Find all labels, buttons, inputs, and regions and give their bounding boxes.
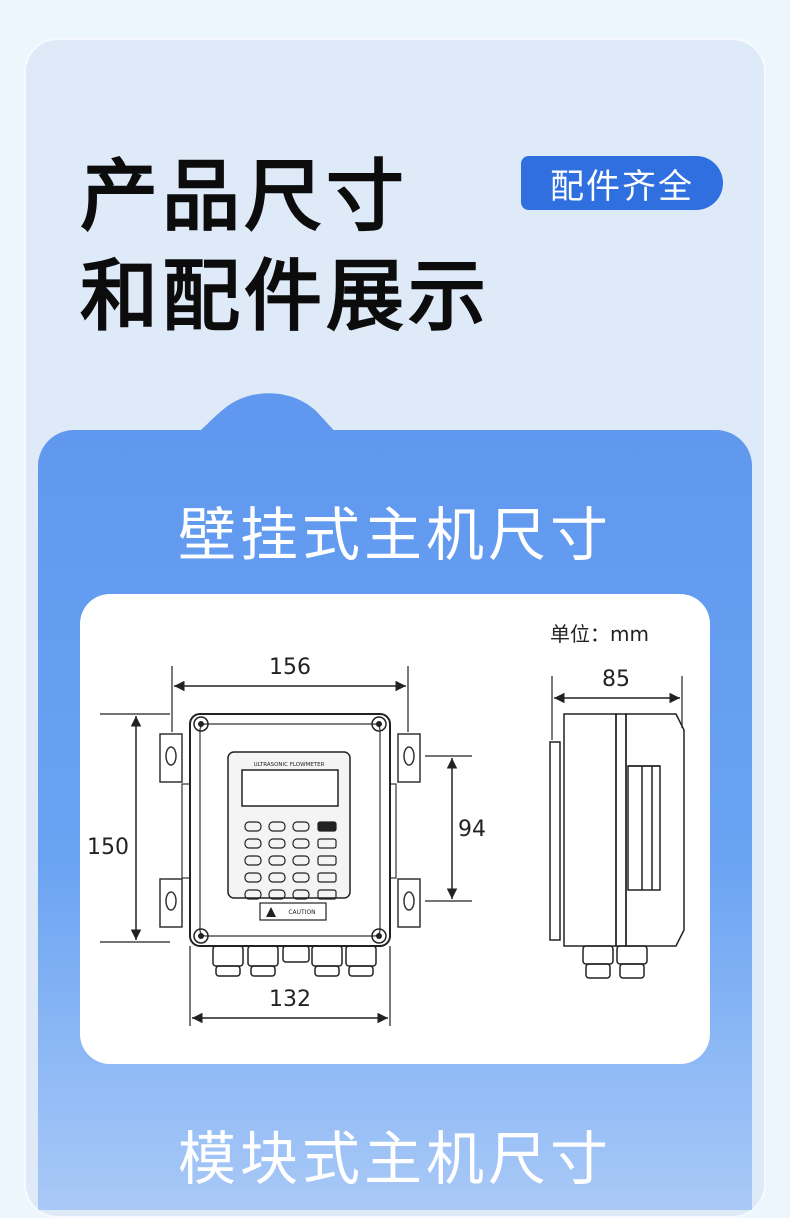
wall-mount-dimension-diagram: ULTRASONIC FLOWMETER CAUTION [80,594,710,1064]
dimension-height-label: 150 [87,835,129,860]
accessories-badge: 配件齐全 [521,156,723,210]
dimension-hole-spacing-label: 94 [458,817,486,842]
caution-label: CAUTION [259,902,327,921]
keypad [244,821,337,900]
mounting-ear-left-bottom [159,878,183,928]
dimension-width-label: 156 [269,655,311,680]
mounting-ear-right-bottom [397,878,421,928]
mounting-ear-right-top [397,733,421,783]
cable-glands [212,945,377,977]
flowmeter-side-view [549,713,685,979]
page-title-line-2: 和配件展示 [80,252,491,342]
lcd-screen [241,769,339,807]
unit-label: 单位：mm [550,622,649,646]
section-title-module: 模块式主机尺寸 [177,1125,612,1193]
device-model-label: ULTRASONIC FLOWMETER [254,762,325,768]
page-title-line-1: 产品尺寸 [80,152,409,242]
section-title-wall-mounted: 壁挂式主机尺寸 [177,501,612,569]
dimension-depth-label: 85 [602,667,630,692]
mounting-ear-left-top [159,733,183,783]
svg-text:CAUTION: CAUTION [288,909,315,916]
dimension-bottom-width-label: 132 [269,987,311,1012]
